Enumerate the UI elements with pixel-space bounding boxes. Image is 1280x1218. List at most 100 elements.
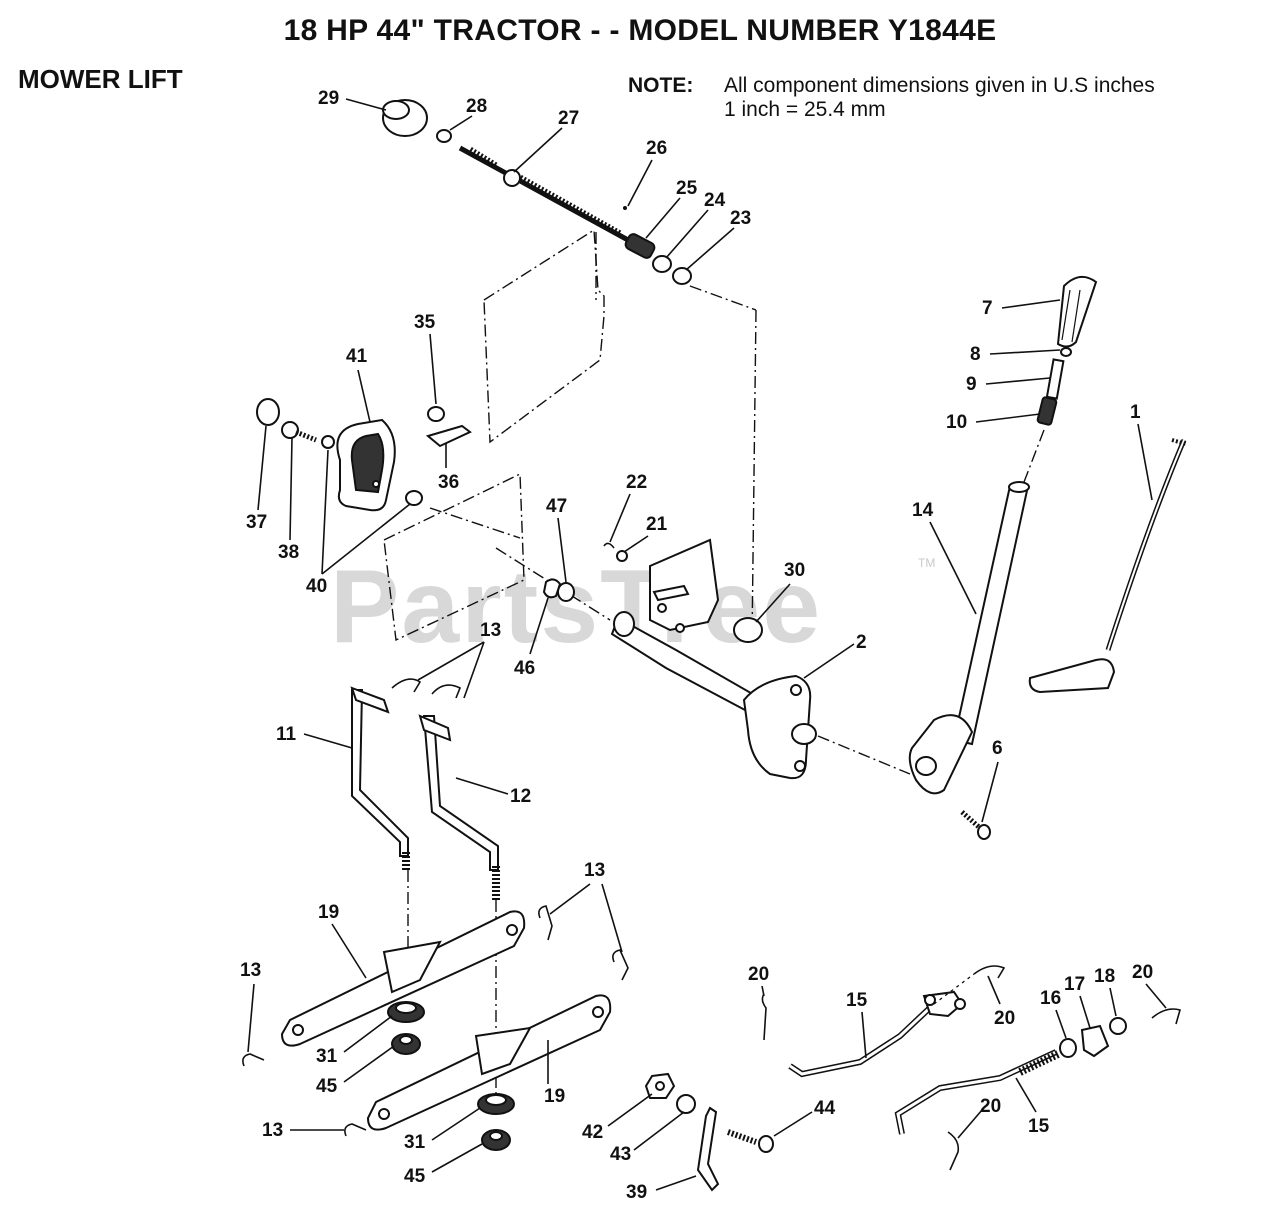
hairpin-13-right[interactable]	[538, 905, 629, 981]
callout-41: 41	[346, 346, 368, 367]
rod-1[interactable]	[1028, 438, 1187, 694]
hairpin-20-right[interactable]	[1151, 1008, 1181, 1025]
callout-21: 21	[646, 514, 668, 535]
rod-9[interactable]	[1045, 358, 1065, 400]
spacer-46[interactable]	[542, 578, 562, 599]
lift-lever-19-lower[interactable]	[366, 994, 612, 1131]
dimension-note: NOTE: All component dimensions given in …	[628, 74, 1155, 121]
callout-15-upper: 15	[846, 990, 868, 1011]
callout-9: 9	[966, 374, 977, 395]
bolt-44[interactable]	[726, 1129, 774, 1153]
lift-link-12[interactable]	[418, 714, 500, 900]
nut-18[interactable]	[1109, 1017, 1127, 1035]
callout-13-right: 13	[584, 860, 605, 881]
pin-26[interactable]	[623, 206, 627, 210]
callout-27: 27	[558, 108, 579, 129]
washer-35[interactable]	[427, 406, 445, 422]
watermark: PartsTree	[330, 549, 823, 665]
nut-23[interactable]	[672, 267, 692, 285]
callout-24: 24	[704, 190, 726, 211]
hairpin-20-mid[interactable]	[973, 965, 1006, 979]
bolt-38[interactable]	[281, 421, 317, 443]
spring-25[interactable]	[624, 232, 656, 259]
callout-14: 14	[912, 500, 934, 521]
lift-shaft-2[interactable]	[610, 538, 817, 780]
threaded-rod-27[interactable]	[458, 145, 630, 243]
cover-plate-41[interactable]	[336, 418, 396, 512]
handle-grip-7[interactable]	[1056, 275, 1098, 348]
hairpin-13-top[interactable]	[391, 678, 462, 699]
bushing-45-lower[interactable]	[481, 1129, 511, 1151]
callout-42: 42	[582, 1122, 603, 1143]
callout-45-upper: 45	[316, 1076, 338, 1097]
callout-22: 22	[626, 472, 647, 493]
bushing-31-lower[interactable]	[477, 1093, 515, 1115]
knob-29[interactable]	[382, 99, 428, 137]
callout-46: 46	[514, 658, 535, 679]
watermark-tm: TM	[918, 556, 936, 570]
washer-28[interactable]	[436, 129, 452, 143]
callout-25: 25	[676, 178, 698, 199]
callout-26: 26	[646, 138, 667, 159]
note-line-2: 1 inch = 25.4 mm	[724, 98, 886, 121]
section-title: MOWER LIFT	[18, 64, 183, 94]
retainer-37[interactable]	[256, 398, 280, 426]
rod-15-upper[interactable]	[788, 990, 966, 1078]
washers-40[interactable]	[321, 435, 423, 506]
callout-20-bottom: 20	[980, 1096, 1001, 1117]
spring-10[interactable]	[1036, 396, 1058, 426]
callout-2: 2	[856, 632, 867, 653]
bushing-45-upper[interactable]	[391, 1033, 421, 1055]
callout-1: 1	[1130, 402, 1141, 423]
washer-24[interactable]	[652, 255, 672, 273]
note-label: NOTE:	[628, 74, 694, 97]
lift-handle-14[interactable]	[908, 481, 1030, 795]
callout-17: 17	[1064, 974, 1085, 995]
bracket-39[interactable]	[696, 1106, 720, 1192]
lift-link-11[interactable]	[350, 686, 410, 870]
clip-36[interactable]	[425, 424, 472, 448]
hairpin-13-bottom[interactable]	[344, 1123, 367, 1137]
washer-21[interactable]	[616, 550, 628, 562]
pin-30[interactable]	[733, 617, 763, 643]
callout-8: 8	[970, 344, 981, 365]
callout-38: 38	[278, 542, 299, 563]
washer-43[interactable]	[676, 1094, 696, 1114]
hairpin-13-left[interactable]	[242, 1053, 265, 1067]
washer-16[interactable]	[1059, 1038, 1077, 1058]
callout-13-left: 13	[240, 960, 261, 981]
callout-45-lower: 45	[404, 1166, 426, 1187]
bolt-6[interactable]	[960, 810, 991, 840]
button-8[interactable]	[1060, 347, 1072, 357]
hairpin-20-left[interactable]	[761, 993, 767, 1041]
callout-13-bottom: 13	[262, 1120, 283, 1141]
callout-13-top: 13	[480, 620, 501, 641]
lift-lever-19-upper[interactable]	[280, 910, 526, 1047]
callout-31-lower: 31	[404, 1132, 426, 1153]
callout-37: 37	[246, 512, 267, 533]
callout-15-lower: 15	[1028, 1116, 1050, 1137]
callout-23: 23	[730, 208, 751, 229]
callout-30: 30	[784, 560, 805, 581]
callout-35: 35	[414, 312, 436, 333]
hairpin-20-bottom[interactable]	[947, 1131, 960, 1171]
callout-43: 43	[610, 1144, 631, 1165]
clip-22[interactable]	[603, 542, 615, 549]
callout-29: 29	[318, 88, 339, 109]
rod-15-lower[interactable]	[894, 1049, 1060, 1135]
callout-19-upper: 19	[318, 902, 339, 923]
callout-10: 10	[946, 412, 967, 433]
callout-40: 40	[306, 576, 327, 597]
block-17[interactable]	[1080, 1024, 1110, 1058]
callout-44: 44	[814, 1098, 836, 1119]
callout-36: 36	[438, 472, 459, 493]
callout-20-left: 20	[748, 964, 769, 985]
callout-31-upper: 31	[316, 1046, 338, 1067]
note-line-1: All component dimensions given in U.S in…	[724, 74, 1155, 97]
callout-11: 11	[276, 724, 297, 745]
nut-42[interactable]	[644, 1072, 676, 1099]
bushing-31-upper[interactable]	[387, 1001, 425, 1023]
callout-12: 12	[510, 786, 531, 807]
callout-20-mid: 20	[994, 1008, 1015, 1029]
